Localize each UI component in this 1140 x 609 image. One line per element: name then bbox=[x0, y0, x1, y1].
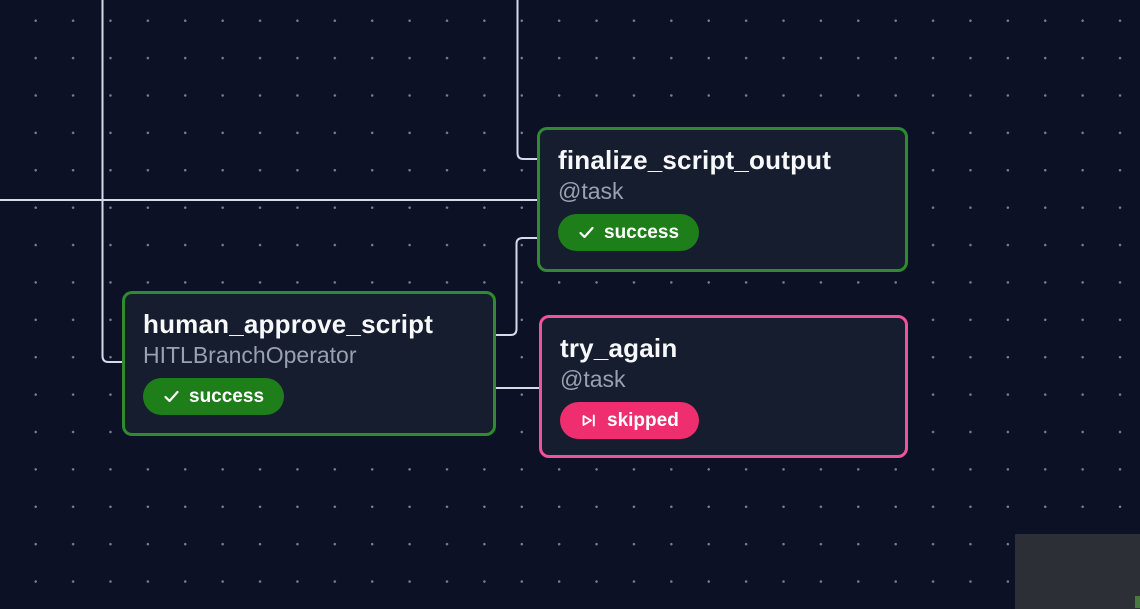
check-icon bbox=[578, 224, 595, 241]
skip-forward-icon bbox=[580, 412, 598, 429]
status-badge-label: success bbox=[189, 385, 265, 407]
task-node-finalize-script-output[interactable]: finalize_script_output @task success bbox=[537, 127, 908, 272]
edge-top-to-finalize-script-output bbox=[516, 0, 537, 160]
status-badge: success bbox=[143, 378, 285, 415]
task-operator: HITLBranchOperator bbox=[143, 342, 357, 368]
task-title: try_again bbox=[560, 333, 678, 363]
check-icon bbox=[163, 388, 180, 405]
status-badge-label: skipped bbox=[607, 409, 679, 431]
minimap-node bbox=[1135, 596, 1140, 608]
task-title: finalize_script_output bbox=[558, 145, 832, 175]
status-badge-label: success bbox=[604, 221, 680, 243]
task-title: human_approve_script bbox=[143, 309, 434, 339]
status-badge: skipped bbox=[560, 402, 699, 439]
task-node-try-again[interactable]: try_again @task skipped bbox=[539, 315, 908, 458]
edge-top-to-human-approve-script bbox=[101, 0, 123, 363]
edge-human-approve-script-to-finalize-script-output bbox=[495, 237, 537, 336]
task-operator: @task bbox=[560, 366, 626, 392]
task-node-human-approve-script[interactable]: human_approve_script HITLBranchOperator … bbox=[122, 291, 496, 436]
task-operator: @task bbox=[558, 178, 624, 204]
status-badge: success bbox=[558, 214, 700, 251]
minimap[interactable] bbox=[1015, 534, 1140, 609]
